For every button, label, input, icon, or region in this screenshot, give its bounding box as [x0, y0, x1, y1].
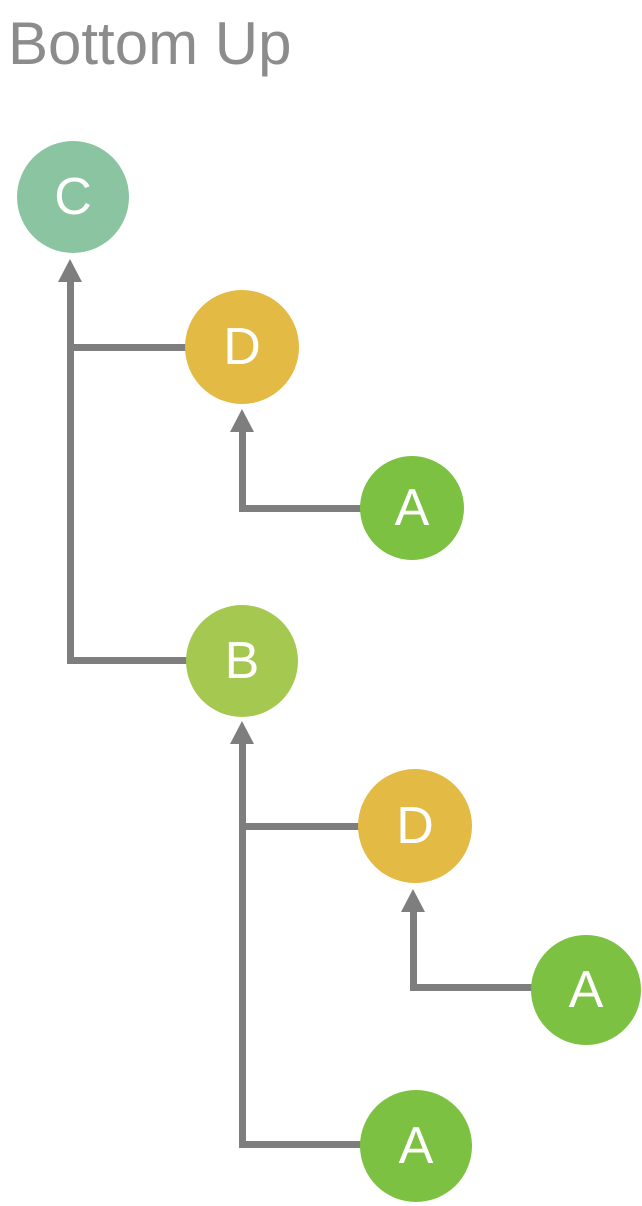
edge-b-to-c-segment [66, 278, 74, 664]
edge-a1-to-d1-segment [238, 504, 364, 512]
node-D-d2: D [358, 769, 472, 883]
arrowhead-icon [229, 409, 254, 432]
arrowhead-icon [400, 889, 425, 912]
edge-d1-to-c-segment [66, 343, 190, 351]
node-label: A [398, 1117, 434, 1175]
node-B-b: B [186, 605, 298, 717]
node-A-a1: A [360, 456, 464, 560]
node-label: D [396, 797, 434, 855]
edge-a2-to-d2-segment [409, 908, 417, 991]
arrowhead-icon [57, 259, 82, 282]
edge-a1-to-d1-segment [238, 428, 246, 512]
node-A-a2: A [531, 935, 641, 1045]
node-label: B [224, 632, 260, 690]
node-D-d1: D [185, 290, 299, 404]
edge-b-to-c-segment [66, 656, 190, 664]
edge-a2-to-d2-segment [409, 983, 535, 991]
node-label: A [394, 479, 430, 537]
edge-a3-to-b-segment [238, 740, 246, 1148]
node-A-a3: A [360, 1090, 472, 1202]
arrowhead-icon [229, 721, 254, 744]
node-C-c: C [17, 141, 129, 253]
node-label: A [568, 961, 604, 1019]
node-label: C [54, 168, 92, 226]
node-label: D [223, 318, 261, 376]
edge-d2-to-b-segment [238, 822, 362, 830]
edge-a3-to-b-segment [238, 1140, 364, 1148]
page-title: Bottom Up [8, 10, 292, 77]
